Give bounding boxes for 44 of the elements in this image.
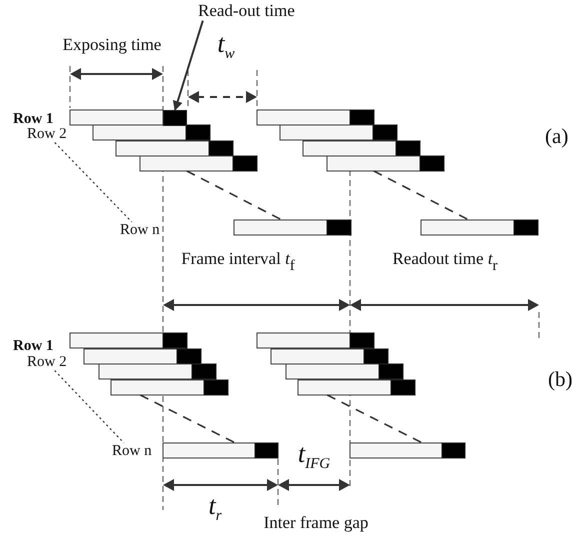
time-label: Inter frame gap	[264, 514, 368, 533]
continuation-line	[140, 394, 236, 444]
sensor-row-bar	[92, 124, 210, 140]
continuation-line	[326, 394, 423, 444]
panel-label: (a)	[545, 125, 568, 148]
time-symbol: t$_{r}$	[208, 492, 222, 524]
sensor-row-bar	[270, 348, 388, 364]
sensor-row-bar	[302, 140, 420, 156]
sensor-row-bar	[298, 380, 416, 396]
sensor-row-bar	[70, 110, 164, 126]
continuation-line	[373, 170, 470, 221]
time-symbol: t$_{w}$	[217, 30, 235, 62]
sensor-row-bar	[162, 442, 278, 458]
arrow	[172, 20, 204, 111]
sensor-row-bar	[326, 156, 444, 172]
sensor-row-bar	[234, 220, 352, 236]
row-label: Row 1	[13, 111, 54, 128]
sensor-row-bar	[70, 332, 188, 348]
sensor-row-bar	[256, 332, 374, 348]
row-label: Row 2	[27, 354, 67, 370]
row-label: Row n	[120, 222, 160, 238]
sensor-row-bar	[140, 156, 258, 172]
readout-block	[163, 110, 187, 126]
sensor-row-bar	[256, 110, 374, 126]
row-label: Read-out time	[198, 2, 295, 21]
sensor-row-bar	[84, 348, 202, 364]
row-label: Row n	[112, 443, 152, 460]
row-label: Row 2	[27, 126, 67, 142]
sensor-row-bar	[116, 140, 234, 156]
time-label: Exposing time	[62, 36, 162, 55]
leader-line	[54, 142, 132, 222]
sensor-row-bar	[286, 364, 404, 380]
sensor-row-bar	[280, 124, 398, 140]
sensor-row-bar	[350, 442, 466, 458]
time-label: Readout time t$_{r}$	[392, 250, 498, 274]
time-symbol: t$_{IFG}$	[298, 440, 330, 472]
row-label: Row 1	[13, 338, 54, 354]
continuation-line	[186, 170, 282, 221]
leader-line	[54, 370, 124, 444]
panel-label: (b)	[548, 368, 572, 392]
time-label: Frame interval t$_{f}$	[181, 250, 295, 274]
sensor-row-bar	[420, 220, 538, 236]
sensor-row-bar	[98, 364, 216, 380]
sensor-row-bar	[110, 380, 228, 396]
